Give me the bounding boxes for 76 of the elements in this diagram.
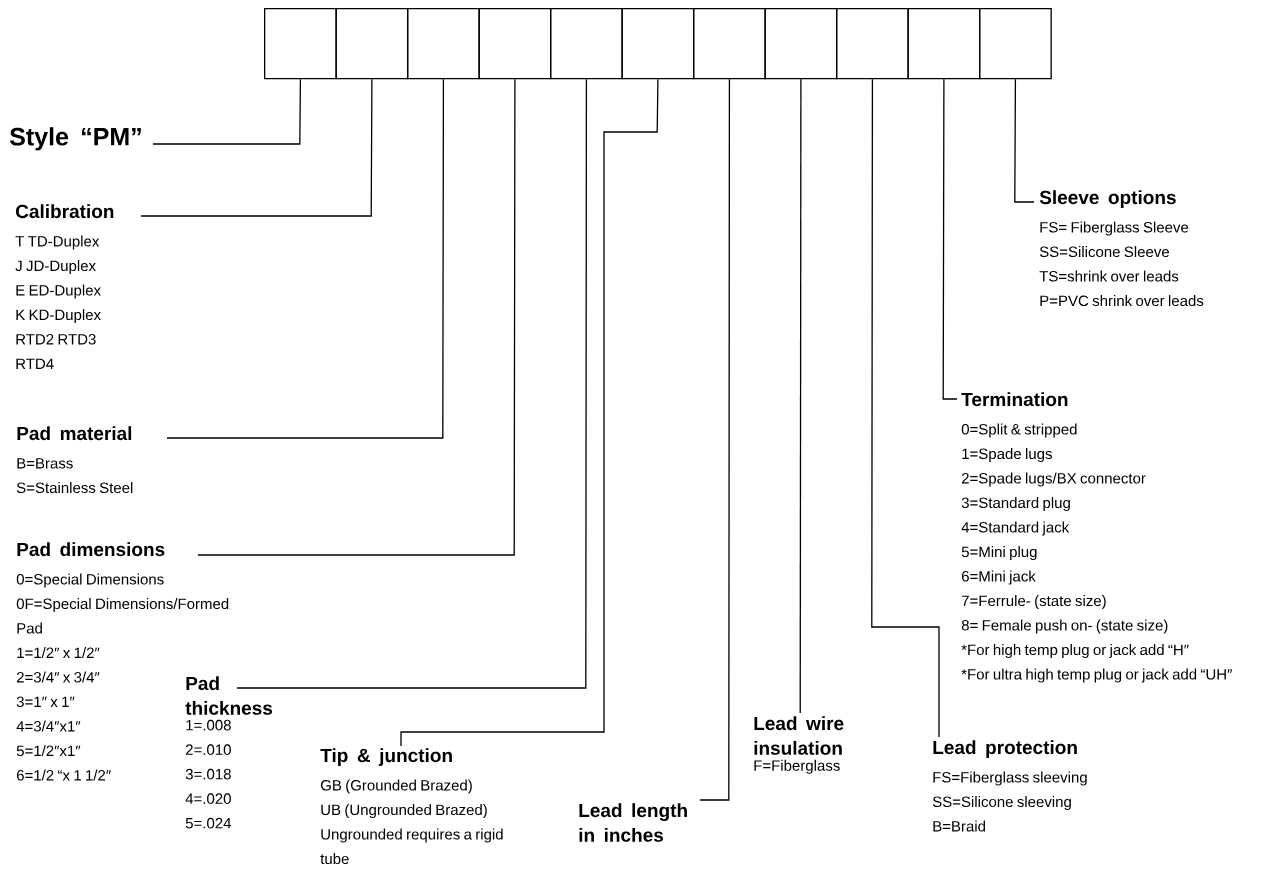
option-text: K KD-Duplex <box>16 309 101 324</box>
code-box <box>836 8 909 80</box>
option-text: 3=Standard plug <box>961 497 1070 512</box>
option-heading: Style “PM” <box>9 127 141 151</box>
option-text: RTD4 <box>16 358 54 369</box>
option-heading: Lead wire insulation <box>754 716 844 755</box>
code-box <box>550 8 623 80</box>
leader-line <box>140 78 373 217</box>
option-text: 6=Mini jack <box>961 570 1036 585</box>
option-text: 8= Female push on- (state size) <box>961 619 1168 634</box>
option-text: T TD-Duplex <box>15 235 100 250</box>
option-text: *For ultra high temp plug or jack add “UH″ <box>961 668 1233 683</box>
option-text: B=Brass <box>17 458 73 469</box>
option-text: S=Stainless Steel <box>16 482 133 494</box>
option-heading: Pad dimensions <box>17 542 165 557</box>
option-heading: Termination <box>961 392 1068 407</box>
option-text: RTD2 RTD3 <box>16 334 96 345</box>
code-box <box>407 8 480 80</box>
option-text: 1=Spade lugs <box>962 448 1052 463</box>
option-text: SS=Silicone Sleeve <box>1039 246 1169 258</box>
leader-line <box>197 78 516 556</box>
option-text: 0=Split & stripped <box>961 423 1077 438</box>
leader-line <box>871 78 940 738</box>
leader-line <box>799 78 802 714</box>
option-text: UB (Ungrounded Brazed) <box>321 804 487 819</box>
code-box <box>264 8 337 80</box>
option-text: FS= Fiberglass Sleeve <box>1040 221 1189 236</box>
option-text: 2=3/4″ x 3/4″ <box>16 671 100 683</box>
leader-line <box>400 78 659 747</box>
option-text: 1=1/2″ x 1/2″ <box>17 647 100 659</box>
option-text: 4=3/4″x1″ <box>16 720 81 732</box>
option-text: TS=shrink over leads <box>1039 270 1179 282</box>
option-text: 1=.008 <box>186 719 231 731</box>
option-text: 4=Standard jack <box>961 521 1070 536</box>
option-text: E ED-Duplex <box>16 284 101 299</box>
code-box <box>693 8 766 80</box>
option-text: 7=Ferrule- (state size) <box>961 595 1106 610</box>
option-heading: Pad thickness <box>185 676 273 715</box>
option-text: Ungrounded requires a rigid tube <box>320 828 503 865</box>
code-box <box>478 8 552 80</box>
option-text: 3=1″ x 1″ <box>16 696 75 708</box>
option-heading: Lead protection <box>933 740 1077 758</box>
option-heading: Tip & junction <box>320 748 452 766</box>
code-box <box>621 8 695 80</box>
option-text: P=PVC shrink over leads <box>1040 295 1204 307</box>
option-text: SS=Silicone sleeving <box>932 796 1071 811</box>
option-text: 2=.010 <box>185 744 231 755</box>
option-text: 5=.024 <box>185 817 232 829</box>
leader-line <box>152 78 302 145</box>
option-heading: Sleeve options <box>1039 190 1176 208</box>
option-text: B=Braid <box>933 820 985 832</box>
option-text: 6=1/2 “x 1 1/2″ <box>17 769 111 781</box>
option-heading: Pad material <box>17 426 132 441</box>
code-box <box>907 8 981 80</box>
option-text: 5=Mini plug <box>961 546 1037 561</box>
option-heading: Calibration <box>16 204 114 219</box>
leader-line <box>236 78 588 689</box>
option-heading: Lead length in inches <box>579 803 687 842</box>
option-text: F=Fiberglass <box>754 759 840 774</box>
option-text: FS=Fiberglass sleeving <box>933 771 1087 786</box>
option-text: 2=Spade lugs/BX connector <box>961 472 1146 487</box>
code-box <box>335 8 409 80</box>
leader-line <box>1014 78 1035 203</box>
option-text: 0=Special Dimensions <box>16 573 164 588</box>
option-text: GB (Grounded Brazed) <box>320 779 472 794</box>
code-box <box>764 8 838 80</box>
code-box <box>979 8 1052 80</box>
leader-line <box>942 78 958 400</box>
option-text: *For high temp plug or jack add “H″ <box>961 644 1189 659</box>
option-text: 3=.018 <box>185 768 231 780</box>
option-text: J JD-Duplex <box>15 260 96 275</box>
leader-line <box>166 78 445 439</box>
option-text: 5=1/2″x1″ <box>16 745 81 757</box>
leader-line <box>699 78 731 801</box>
option-text: 0F=Special Dimensions/Formed Pad <box>16 598 229 634</box>
option-text: 4=.020 <box>185 793 231 804</box>
